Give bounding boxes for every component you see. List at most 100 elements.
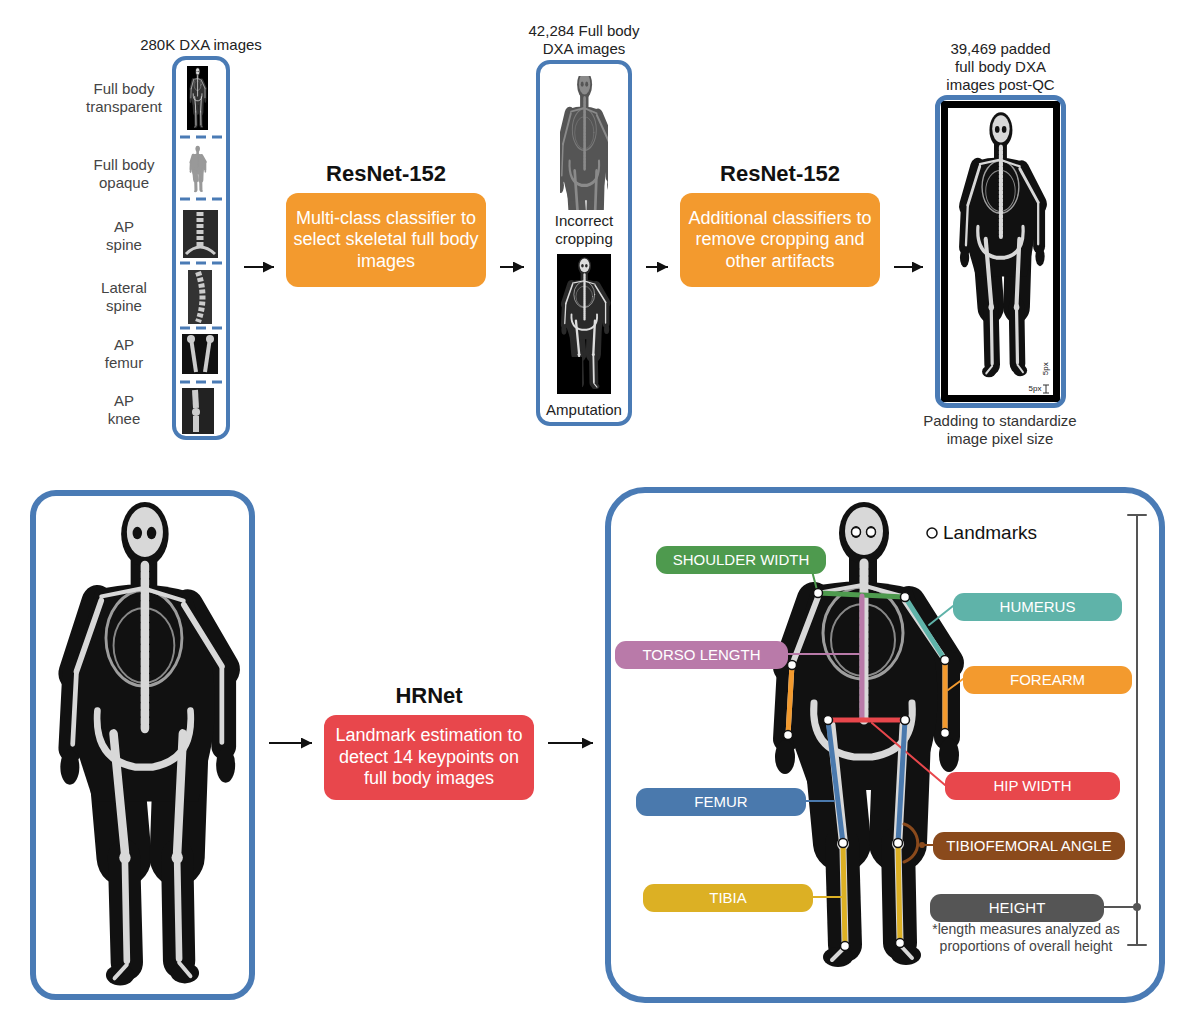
- measure-lines: [872, 723, 945, 785]
- thumbnail-column: [206, 335, 214, 343]
- measure-lines: [1128, 944, 1146, 946]
- measure-lines: [948, 679, 963, 690]
- category-label: AP knee: [98, 392, 150, 428]
- measure-lines: [828, 720, 843, 843]
- separator: [180, 381, 222, 384]
- image-panel: 42,284 Full body DXA imagesIncorrect cro…: [536, 60, 632, 426]
- thumbnail-column: [187, 66, 208, 130]
- thumbnail-column: [205, 338, 210, 372]
- category-label: Full body opaque: [81, 156, 167, 192]
- measure-lines: [919, 842, 925, 848]
- image-panel: 280K DXA images: [172, 56, 230, 440]
- image-panel: [30, 490, 255, 1000]
- panel-heading: 280K DXA images: [116, 36, 286, 54]
- measure-lines: [1133, 903, 1141, 911]
- measure-lines: [806, 800, 834, 802]
- box-text: Additional classifiers to remove croppin…: [680, 208, 880, 273]
- landmark-points: [839, 839, 848, 848]
- category-label: AP femur: [98, 336, 150, 372]
- pill-label: SHOULDER WIDTH: [665, 551, 818, 569]
- flow-arrow: [894, 266, 923, 268]
- model-name: ResNet-152: [286, 161, 486, 187]
- input-figure: [60, 502, 235, 986]
- padded-image: [1043, 385, 1049, 386]
- thumbnail-column: [183, 210, 218, 258]
- image-panel: 39,469 padded full body DXA images post-…: [935, 95, 1066, 408]
- thumbnail-column: [190, 146, 207, 193]
- landmark-points: [867, 528, 876, 537]
- padded-image: [1046, 385, 1047, 393]
- measure-lines: [943, 660, 948, 733]
- pill-label: HIP WIDTH: [985, 777, 1079, 795]
- landmark-points: [841, 942, 850, 951]
- separator: [180, 137, 222, 382]
- measure-lines: [788, 665, 792, 735]
- padded-image: [1043, 393, 1049, 394]
- qc-examples: [557, 254, 611, 394]
- qc-examples: [560, 76, 608, 210]
- qc-examples: [560, 76, 608, 210]
- separator: [180, 198, 222, 201]
- thumbnail-column: [188, 270, 212, 324]
- thumbnail-column: [180, 66, 222, 434]
- landmark-points: [901, 593, 910, 602]
- thumbnail-column: [186, 247, 215, 254]
- pill-label: TIBIOFEMORAL ANGLE: [938, 837, 1119, 855]
- measure-lines: [904, 824, 918, 862]
- flow-arrow: [646, 266, 668, 268]
- panel-heading: 39,469 padded full body DXA images post-…: [940, 40, 1062, 94]
- dimension-label: 5px: [1041, 361, 1051, 377]
- landmark-points: [788, 661, 797, 670]
- dimension-label: 5px: [1027, 384, 1043, 394]
- process-box: HRNetLandmark estimation to detect 14 ke…: [324, 715, 534, 800]
- box-text: Landmark estimation to detect 14 keypoin…: [324, 725, 534, 790]
- image-caption: Incorrect cropping: [540, 212, 628, 248]
- image-caption: Amputation: [540, 401, 628, 419]
- measure-lines: [1128, 514, 1146, 516]
- pill-label: HEIGHT: [981, 899, 1054, 917]
- footnote: *length measures analyzed as proportions…: [926, 921, 1126, 955]
- pill-label: TIBIA: [701, 889, 755, 907]
- measure-lines: [860, 596, 865, 719]
- measure-pill: HEIGHT: [930, 894, 1104, 922]
- model-name: HRNet: [324, 683, 534, 709]
- thumbnail-column: [197, 212, 204, 248]
- measure-lines: [905, 597, 945, 660]
- qc-examples: [561, 257, 609, 390]
- separator: [180, 136, 222, 139]
- measure-pill: FOREARM: [963, 666, 1132, 694]
- measure-lines: [788, 653, 859, 655]
- landmark-points: [901, 716, 910, 725]
- measure-lines: [828, 718, 905, 723]
- box-text: Multi-class classifier to select skeleta…: [286, 208, 486, 273]
- thumbnail-column: [198, 272, 203, 322]
- measure-lines: [1136, 515, 1138, 945]
- landmark-points: [784, 731, 793, 740]
- measure-pill: TIBIOFEMORAL ANGLE: [933, 832, 1125, 860]
- separator: [180, 262, 222, 265]
- legend-text: Landmarks: [943, 522, 1037, 544]
- process-box: ResNet-152Additional classifiers to remo…: [680, 193, 880, 287]
- pill-label: HUMERUS: [992, 598, 1084, 616]
- thumbnail-column: [192, 408, 200, 416]
- category-label: Lateral spine: [98, 279, 150, 315]
- pill-label: FOREARM: [1002, 671, 1093, 689]
- thumbnail-column: [191, 338, 196, 372]
- pill-label: TORSO LENGTH: [634, 646, 768, 664]
- flow-arrow: [244, 266, 274, 268]
- panel-caption: Padding to standardize image pixel size: [914, 412, 1086, 448]
- measure-lines: [788, 515, 1146, 946]
- legend-item: Landmarks: [924, 522, 1037, 544]
- separator: [180, 327, 222, 330]
- legend-marker: [927, 528, 937, 538]
- measure-pill: FEMUR: [636, 788, 806, 816]
- padded-image: [941, 101, 1060, 402]
- thumbnail-column: [182, 388, 214, 434]
- thumbnail-column: [193, 416, 199, 432]
- padded-image: [941, 101, 1060, 402]
- measure-lines: [813, 896, 842, 898]
- panel-heading: 42,284 Full body DXA images: [514, 22, 654, 58]
- landmark-points: [852, 528, 861, 537]
